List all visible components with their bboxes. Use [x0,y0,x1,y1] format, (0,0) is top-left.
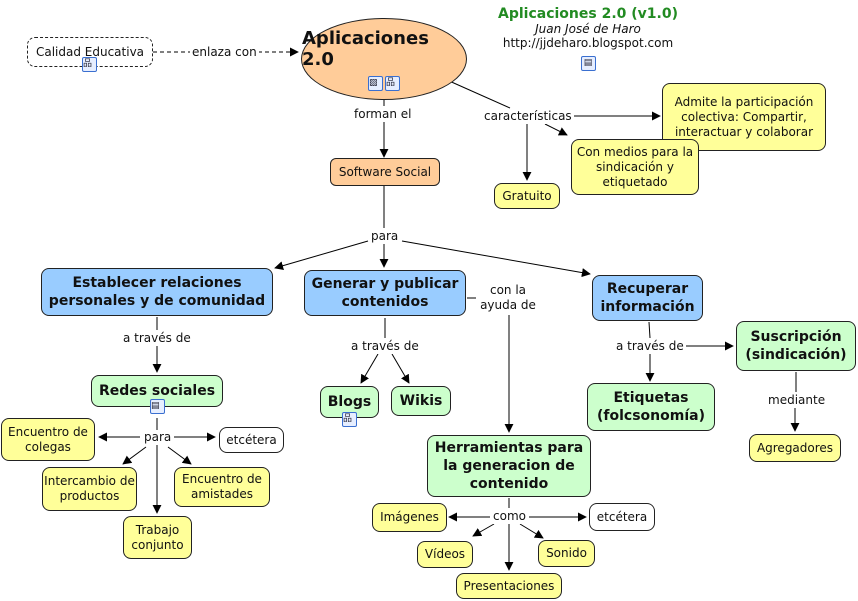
node-label: Con medios para la sindicación y etiquet… [576,144,694,189]
node-establecer-relaciones[interactable]: Establecer relaciones personales y de co… [41,268,273,316]
map-url[interactable]: http://jjdeharo.blogspot.com [502,36,674,50]
node-label: Calidad Educativa [35,44,145,59]
node-label: Recuperar información [600,281,695,315]
node-herramientas[interactable]: Herramientas para la generacion de conte… [427,435,591,497]
node-encuentro-amistades[interactable]: Encuentro de amistades [174,467,270,507]
node-intercambio-productos[interactable]: Intercambio de productos [42,467,137,511]
node-label: Establecer relaciones personales y de co… [48,275,266,309]
document-icon[interactable]: ▤ [150,399,165,414]
link-label-atraves-1: a través de [121,331,193,346]
node-etiquetas[interactable]: Etiquetas (folcsonomía) [587,383,715,431]
node-medios[interactable]: Con medios para la sindicación y etiquet… [571,139,699,195]
link-label-forman: forman el [352,107,414,122]
link-para-intercambio [122,446,147,465]
node-label: Generar y publicar contenidos [311,276,459,310]
concept-map-icon[interactable]: 品 [385,75,400,91]
node-label: Imágenes [380,510,439,524]
node-agregadores[interactable]: Agregadores [749,434,841,462]
link-label-mediante: mediante [766,393,828,408]
link-label-enlaza: enlaza con [190,45,259,60]
node-recuperar-informacion[interactable]: Recuperar información [592,275,703,321]
node-imagenes[interactable]: Imágenes [372,503,447,532]
concept-map-icon[interactable]: 品 [82,57,97,72]
link-caract-medios [544,123,568,136]
link-atraves-blogs [360,353,379,384]
link-atraves-wikis [391,353,410,384]
node-label: etcétera [596,509,648,524]
node-label: Encuentro de colegas [8,424,88,454]
map-author: Juan José de Haro [535,22,641,36]
link-como-videos [472,523,495,537]
node-label: Encuentro de amistades [182,472,262,501]
node-label: Etiquetas (folcsonomía) [597,390,705,424]
node-videos[interactable]: Vídeos [417,541,473,568]
link-label-con-ayuda: con la ayuda de [478,283,538,313]
node-sonido[interactable]: Sonido [538,540,595,567]
link-para-recuperar [401,240,591,278]
node-label: Vídeos [424,547,466,561]
node-generar-contenidos[interactable]: Generar y publicar contenidos [304,270,466,316]
node-calidad-educativa[interactable]: Calidad Educativa [27,37,153,67]
link-para-establecer [274,240,369,271]
link-label-para: para [369,229,401,244]
link-label-atraves-2: a través de [349,339,421,354]
node-label: Software Social [338,164,432,179]
document-icon[interactable]: ▤ [580,56,596,71]
node-wikis[interactable]: Wikis [391,386,451,416]
node-label: Blogs [327,394,372,410]
node-redes-sociales[interactable]: Redes sociales [91,375,223,407]
node-encuentro-colegas[interactable]: Encuentro de colegas [1,418,95,461]
node-label: Trabajo conjunto [131,522,184,552]
node-gratuito[interactable]: Gratuito [494,183,560,209]
node-etcetera-2[interactable]: etcétera [589,503,655,531]
node-suscripcion[interactable]: Suscripción (sindicación) [736,321,856,371]
link-como-sonido [519,523,544,539]
concept-map-icon[interactable]: 品 [342,412,357,427]
node-label: Herramientas para la generacion de conte… [434,440,584,492]
node-label: Presentaciones [463,578,555,593]
link-label-caracteristicas: características [482,109,574,124]
link-label-como: como [491,509,528,524]
node-aplicaciones-2-0[interactable]: Aplicaciones 2.0 ▨品 [301,18,467,100]
node-label: Agregadores [756,440,834,455]
node-label: Admite la participación colectiva: Compa… [674,94,814,139]
link-recuperar-atraves [648,321,651,339]
node-presentaciones[interactable]: Presentaciones [456,573,562,599]
link-para-amistades [167,446,192,465]
node-label: Suscripción (sindicación) [745,329,847,363]
link-main-caract [446,79,511,109]
map-title: Aplicaciones 2.0 (v1.0) [498,6,678,22]
node-label: Sonido [546,546,587,560]
node-etcetera-1[interactable]: etcétera [219,427,284,453]
image-icon[interactable]: ▨ [368,75,383,91]
link-label-atraves-3: a través de [614,339,686,354]
link-label-para-2: para [142,430,174,445]
node-software-social[interactable]: Software Social [330,158,440,186]
node-label: Aplicaciones 2.0 [302,27,429,70]
node-label: Redes sociales [98,383,216,399]
node-label: Intercambio de productos [44,474,135,503]
node-label: etcétera [226,432,277,447]
node-label: Gratuito [502,188,552,203]
map-header: Aplicaciones 2.0 (v1.0) Juan José de Har… [478,6,698,71]
node-trabajo-conjunto[interactable]: Trabajo conjunto [123,516,192,559]
node-label: Wikis [399,393,443,409]
